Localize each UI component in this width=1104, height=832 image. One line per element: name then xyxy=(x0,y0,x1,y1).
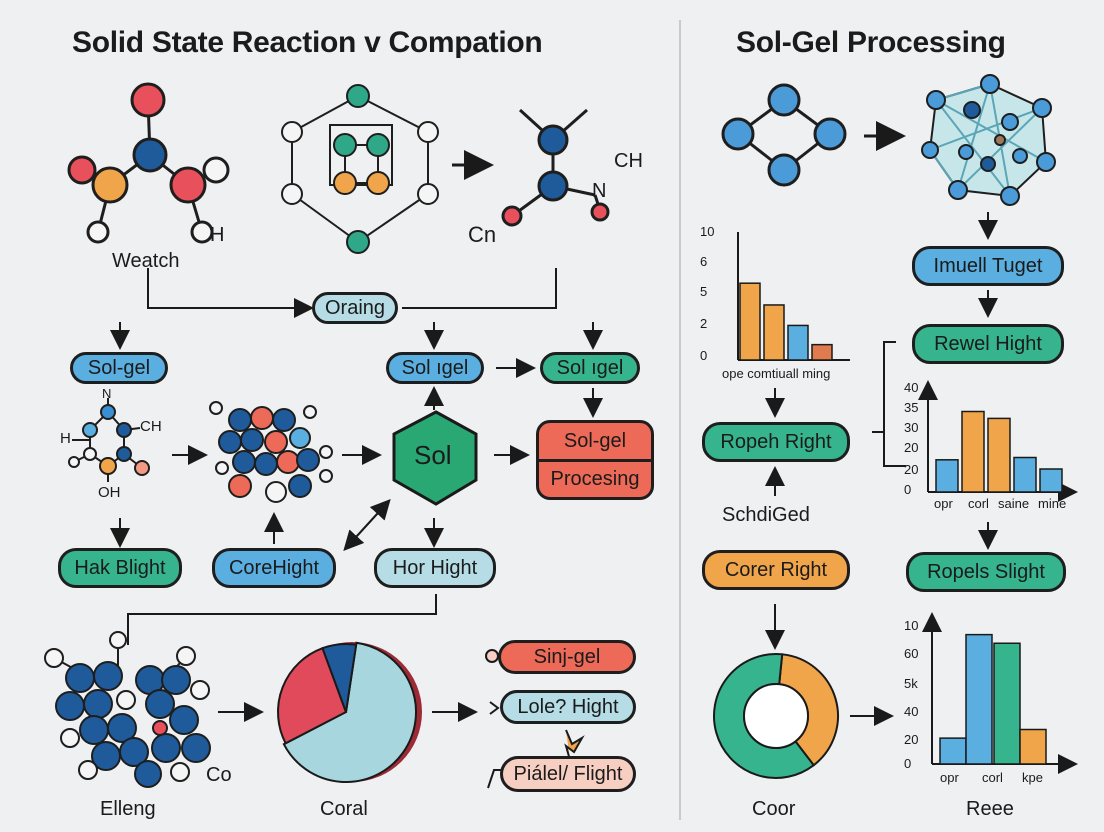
pie1-slice xyxy=(321,643,358,713)
molecule-ring xyxy=(68,398,150,482)
bar3-ytick: 20 xyxy=(904,732,919,747)
bar1-xtick: ope comtiuall ming xyxy=(722,366,831,381)
bar3-ytick: 40 xyxy=(904,704,919,719)
bar1-ytick: 10 xyxy=(700,224,715,239)
bar3-ytick: 60 xyxy=(904,646,919,661)
label-ring-oh: OH xyxy=(98,484,121,501)
pill-oraing: Oraing xyxy=(312,292,398,324)
pill-corehight: CoreHight xyxy=(212,548,336,588)
bar2-bar xyxy=(1013,456,1037,493)
bar-chart-3 xyxy=(922,612,1078,774)
label-n: N xyxy=(592,180,607,202)
bar3-bar xyxy=(993,642,1021,765)
pill-rewel-hight: Rewel Hight xyxy=(912,324,1064,364)
pie1-slice xyxy=(277,646,348,745)
bar3-ytick: 10 xyxy=(904,618,919,633)
left-title: Solid State Reaction v Compation xyxy=(72,26,543,59)
pie1-slice xyxy=(282,641,417,783)
molecule-square xyxy=(721,83,847,187)
pill-hak-blight: Hak Blight xyxy=(58,548,182,588)
label-ring-n: N xyxy=(102,386,112,401)
pie-chart-coral xyxy=(277,641,422,783)
label-weatch: Weatch xyxy=(112,250,180,272)
bar3-bar xyxy=(939,737,967,765)
bar3-bar xyxy=(1019,728,1047,765)
bar3-xtick: kpe xyxy=(1022,770,1043,785)
bar-chart-1 xyxy=(737,232,850,361)
sol-label: Sol xyxy=(414,440,452,470)
pill-ropeh-right: Ropeh Right xyxy=(702,422,850,462)
bar2-bar xyxy=(1039,468,1063,493)
bar2-bar xyxy=(961,410,985,493)
bar2-bar xyxy=(987,417,1011,493)
molecule-1 xyxy=(67,82,230,244)
bar1-ytick: 5 xyxy=(700,284,708,299)
molecule-big-cluster xyxy=(44,631,211,788)
molecule-icosahedron xyxy=(921,74,1056,206)
pill-solgel-mid: Sol ıgel xyxy=(386,352,484,384)
pill-solgel-right: Sol ıgel xyxy=(540,352,640,384)
bar1-bar xyxy=(787,324,809,361)
pill-lole-hight: Lole? Hight xyxy=(500,690,636,724)
sol-hexagon xyxy=(392,410,478,506)
label-schdiged: SchdiGed xyxy=(722,504,810,526)
pill-hor-hight: Hor Hight xyxy=(374,548,496,588)
molecule-2 xyxy=(281,84,439,254)
label-ring-h: H xyxy=(60,430,71,447)
bar2-ytick: 20 xyxy=(904,462,919,477)
pill-solgel-left: Sol-gel xyxy=(70,352,168,384)
pill-solgel-processing: Sol-gel Procesing xyxy=(536,420,654,500)
bar1-bar xyxy=(763,304,785,361)
bar-chart-2 xyxy=(918,380,1078,502)
label-elleng: Elleng xyxy=(100,798,156,820)
donut-chart-coor xyxy=(713,653,839,779)
donut-hole xyxy=(743,683,809,749)
bar2-xtick: saine xyxy=(998,496,1030,511)
bar2-ytick: 30 xyxy=(904,420,919,435)
bar2-ytick: 35 xyxy=(904,400,919,415)
bar2-ytick: 0 xyxy=(904,482,912,497)
bar1-ytick: 6 xyxy=(700,254,708,269)
label-h: H xyxy=(210,224,225,246)
bar3-ytick: 5k xyxy=(904,676,918,691)
label-cn: Cn xyxy=(468,222,497,247)
bar1-ytick: 2 xyxy=(700,316,708,331)
bar1-bar xyxy=(811,343,833,361)
processing-bottom-text: Procesing xyxy=(539,458,651,491)
bar2-ytick: 20 xyxy=(904,440,919,455)
pill-corer-right: Corer Right xyxy=(702,550,850,590)
bar2-bar xyxy=(935,459,959,493)
bar2-xtick: opr xyxy=(934,496,953,511)
bar2-xtick: mine xyxy=(1038,496,1067,511)
label-ring-ch: CH xyxy=(140,418,162,435)
pill-ropels-slight: Ropels Slight xyxy=(906,552,1066,592)
processing-top-text: Sol-gel xyxy=(563,429,627,452)
label-ch: CH xyxy=(614,150,643,172)
bar3-bar xyxy=(965,633,993,765)
bar1-ytick: 0 xyxy=(700,348,708,363)
pill-imuell-tuget: Imuell Tuget xyxy=(912,246,1064,286)
bar1-bar xyxy=(739,282,761,361)
label-reee: Reee xyxy=(966,798,1014,820)
pill-pialel-flight: Piálel/ Flight xyxy=(500,756,636,792)
pill-sinj-gel: Sinj-gel xyxy=(498,640,636,674)
right-title: Sol-Gel Processing xyxy=(736,26,1006,59)
bar2-xtick: corl xyxy=(968,496,989,511)
label-co: Co xyxy=(206,764,232,786)
molecule-3 xyxy=(501,108,610,227)
label-coral: Coral xyxy=(320,798,368,820)
molecule-cluster xyxy=(209,401,333,503)
bar3-xtick: opr xyxy=(940,770,959,785)
bar3-xtick: corl xyxy=(982,770,1003,785)
label-coor: Coor xyxy=(752,798,796,820)
bar2-ytick: 40 xyxy=(904,380,919,395)
bar3-ytick: 0 xyxy=(904,756,912,771)
